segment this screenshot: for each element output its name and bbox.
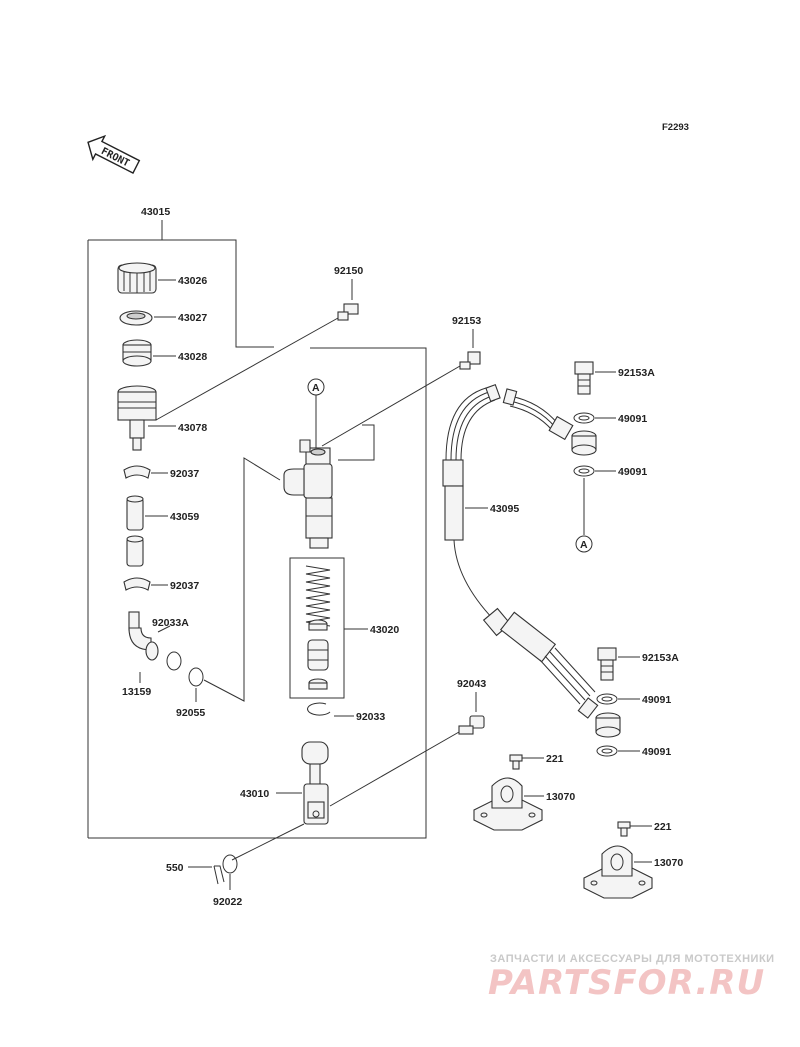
label-43020: 43020: [370, 624, 399, 636]
washer-49091-b: [573, 465, 595, 477]
hose-end-upper: [502, 388, 574, 441]
watermark-tagline: ЗАПЧАСТИ И АКСЕССУАРЫ ДЛЯ МОТОТЕХНИКИ: [490, 953, 775, 965]
label-49091-c: 49091: [642, 694, 671, 706]
banjo-fitting-upper: [571, 430, 597, 456]
label-92043: 92043: [457, 678, 486, 690]
push-rod-clevis: [303, 783, 329, 825]
banjo-fitting-lower: [595, 712, 621, 738]
label-92153a-bottom: 92153A: [642, 652, 679, 664]
assembly-bracket: [87, 220, 427, 839]
banjo-bolt-upper: [574, 361, 594, 395]
label-221-a: 221: [546, 753, 564, 765]
screw-221-a: [509, 754, 523, 770]
push-rod-boot: [301, 741, 329, 785]
brake-hose: [442, 384, 599, 719]
reservoir-cap: [117, 262, 157, 294]
watermark-logo: PARTSFOR.RU: [488, 963, 765, 1003]
piston: [307, 639, 329, 671]
bolt-92153: [459, 351, 481, 370]
label-43028: 43028: [178, 351, 207, 363]
circlip-92033: [307, 702, 331, 716]
master-cylinder-body: [283, 439, 333, 549]
label-43026: 43026: [178, 275, 207, 287]
label-13070-b: 13070: [654, 857, 683, 869]
label-49091-d: 49091: [642, 746, 671, 758]
label-49091-b: 49091: [618, 466, 647, 478]
label-43059: 43059: [170, 511, 199, 523]
screw-221-b: [617, 821, 631, 837]
label-92037-b: 92037: [170, 580, 199, 592]
cotter-pin-550: [213, 865, 225, 885]
label-92037-a: 92037: [170, 468, 199, 480]
label-92153: 92153: [452, 315, 481, 327]
label-13159: 13159: [122, 686, 151, 698]
bolt-92150: [337, 303, 359, 321]
washer-92022: [222, 854, 238, 874]
hose-holder-13070-b: [583, 845, 653, 899]
label-92022: 92022: [213, 896, 242, 908]
reservoir-hose: [126, 495, 144, 567]
label-13070-a: 13070: [546, 791, 575, 803]
label-43010: 43010: [240, 788, 269, 800]
label-43027: 43027: [178, 312, 207, 324]
elbow-fitting: [128, 611, 159, 661]
label-92153a-top: 92153A: [618, 367, 655, 379]
hose-clamp-lower: [123, 577, 151, 591]
piston-cup: [308, 619, 328, 631]
piston-seal: [308, 678, 328, 690]
label-43015: 43015: [141, 206, 170, 218]
reservoir-body: [117, 385, 157, 451]
label-92033: 92033: [356, 711, 385, 723]
diaphragm: [122, 339, 152, 367]
snap-ring-92033a: [166, 651, 182, 671]
label-43078: 43078: [178, 422, 207, 434]
label-49091-a: 49091: [618, 413, 647, 425]
clevis-pin-92043: [458, 715, 485, 735]
ref-marker-a-upper: A: [312, 382, 320, 394]
washer-49091-c: [596, 693, 618, 705]
hose-holder-13070-a: [473, 777, 543, 831]
o-ring-92055: [188, 667, 204, 687]
banjo-bolt-lower: [597, 647, 617, 681]
piston-spring: [305, 565, 331, 627]
washer-49091-a: [573, 412, 595, 424]
label-550: 550: [166, 862, 184, 874]
figure-code: F2293: [662, 122, 689, 133]
front-arrow-icon: FRONT: [87, 134, 141, 174]
reservoir-plate: [119, 310, 153, 326]
hose-clamp-upper: [123, 465, 151, 479]
label-221-b: 221: [654, 821, 672, 833]
washer-49091-d: [596, 745, 618, 757]
label-43095: 43095: [490, 503, 519, 515]
ref-marker-a-lower: A: [580, 539, 588, 551]
label-92055: 92055: [176, 707, 205, 719]
label-92033a: 92033A: [152, 617, 189, 629]
label-92150: 92150: [334, 265, 363, 277]
